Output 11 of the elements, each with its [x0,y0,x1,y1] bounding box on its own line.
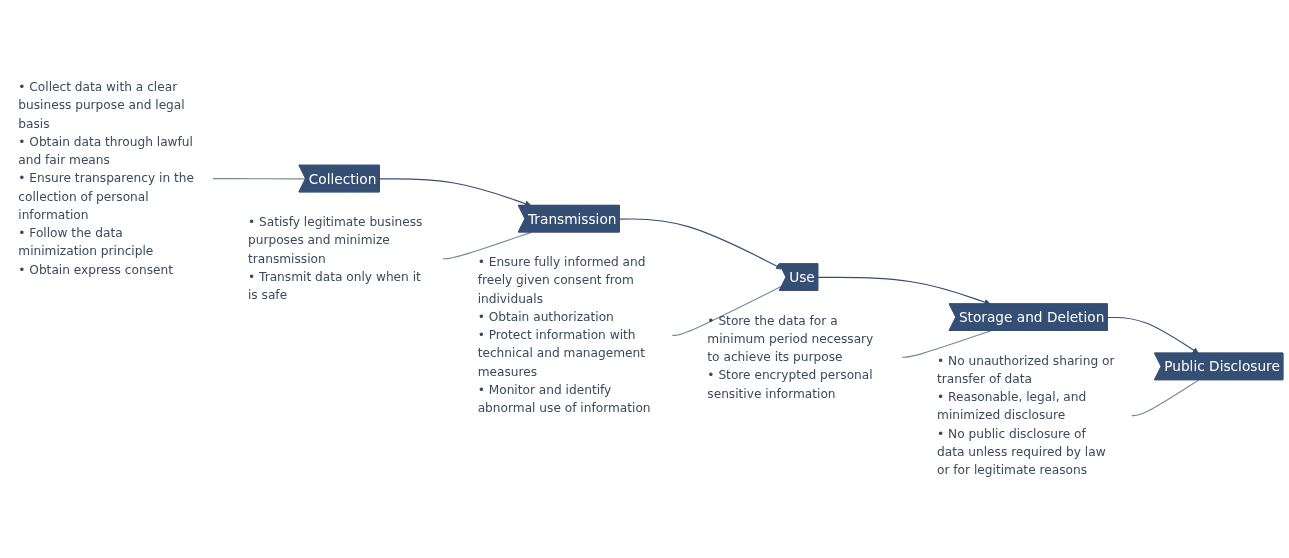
connector [1131,379,1200,417]
connector [212,178,307,180]
arrow [1107,317,1199,354]
connector [901,330,992,358]
arrow [619,218,783,270]
node-text: • Ensure fully informed and freely given consent from individuals • Obtain authorization • Protect information with technical and management measures • Monitor and identify abnormal use of information [477,254,651,416]
node-text: • No unauthorized sharing or transfer of data • Reasonable, legal, and minimized disclosure • No public disclosure of data unless required by law or for legitimate reasons [937,353,1115,478]
node-text: • Store the data for a minimum period necessary to achieve its purpose • Store encrypted personal sensitive information [707,313,874,401]
node-text: • Satisfy legitimate business purposes and minimize transmission • Transmit data only when it is safe [247,214,423,303]
node-text: • Collect data with a clear business purpose and legal basis • Obtain data through lawful and fair means • Ensure transparency in the collection of personal information • Follow the data minimization principle • Obtain express consent [18,79,194,277]
arrow [817,276,991,306]
